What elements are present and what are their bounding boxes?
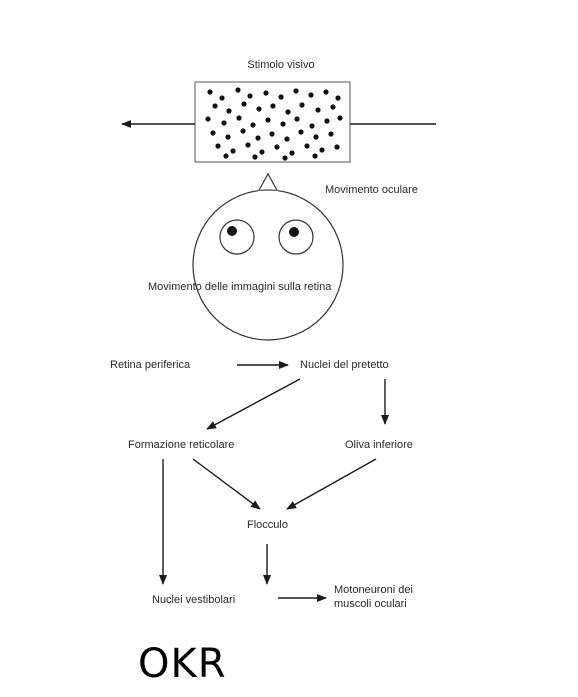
stimulus-dot xyxy=(215,143,221,149)
stimulus-dot xyxy=(334,144,340,150)
stimulus-dot xyxy=(265,117,271,123)
okr-title: OKR xyxy=(138,641,227,687)
stimulus-dot xyxy=(247,93,253,99)
stimulus-dot xyxy=(240,128,246,134)
stimulus-label: Stimolo visivo xyxy=(247,59,315,71)
stimulus-dot xyxy=(335,95,341,101)
stimulus-dot xyxy=(293,88,299,94)
left-eye xyxy=(219,219,255,255)
motoneurons-label-line1: Motoneuroni dei xyxy=(334,584,413,596)
retina-image-motion-label: Movimento delle immagini sulla retina xyxy=(148,281,332,293)
stimulus-dot xyxy=(221,120,227,126)
stimulus-dot xyxy=(225,134,231,140)
stimulus-dot xyxy=(236,115,242,121)
arrow-olive-to-flocculus xyxy=(286,458,377,510)
stimulus-dot xyxy=(212,103,218,109)
stimulus-dot xyxy=(259,149,265,155)
stimulus-dot xyxy=(270,103,276,109)
stimulus-dot xyxy=(241,101,247,107)
stimulus-dot xyxy=(255,135,261,141)
right-pupil xyxy=(289,227,299,237)
pretectal-nuclei-label: Nuclei del pretetto xyxy=(300,359,389,371)
stimulus-dot xyxy=(323,89,329,95)
stimulus-dot xyxy=(299,102,305,108)
stimulus-dot xyxy=(256,106,262,112)
stimulus-dot xyxy=(226,108,232,114)
stimulus-dot xyxy=(205,116,211,122)
stimulus-dots xyxy=(205,87,343,161)
right-eye xyxy=(278,219,314,255)
left-pupil xyxy=(227,226,237,236)
head-outline xyxy=(192,189,344,341)
stimulus-dot xyxy=(330,104,336,110)
stimulus-dot xyxy=(269,131,275,137)
stimulus-dot xyxy=(263,90,269,96)
stimulus-dot xyxy=(252,154,258,160)
flocculus-label: Flocculo xyxy=(247,519,288,531)
stimulus-dot xyxy=(274,144,280,150)
stimulus-dot xyxy=(319,147,325,153)
stimulus-dot xyxy=(250,122,256,128)
motoneurons-label-line2: muscoli oculari xyxy=(334,598,407,610)
arrow-reticular-to-flocculus xyxy=(192,458,261,510)
head-nose xyxy=(257,172,279,193)
stimulus-dot xyxy=(312,153,318,159)
eye-movement-label: Movimento oculare xyxy=(325,184,418,196)
stimulus-dot xyxy=(245,142,251,148)
reticular-formation-label: Formazione reticolare xyxy=(128,439,235,451)
stimulus-dot xyxy=(210,130,216,136)
stimulus-dot xyxy=(315,107,321,113)
stimulus-dot xyxy=(324,118,330,124)
stimulus-dot xyxy=(308,92,314,98)
stimulus-dot xyxy=(207,89,213,95)
stimulus-dot xyxy=(294,116,300,122)
stimulus-dot xyxy=(219,95,225,101)
stimulus-dot xyxy=(280,121,286,127)
stimulus-dot xyxy=(278,94,284,100)
stimulus-dot xyxy=(298,129,304,135)
stimulus-dot xyxy=(284,136,290,142)
peripheral-retina-label: Retina periferica xyxy=(110,359,191,371)
stimulus-dot xyxy=(304,143,310,149)
stimulus-dot xyxy=(285,109,291,115)
arrow-pretectal-to-reticular xyxy=(206,378,301,430)
stimulus-dot xyxy=(328,131,334,137)
stimulus-dot xyxy=(289,150,295,156)
stimulus-dot xyxy=(230,148,236,154)
stimulus-dot xyxy=(309,123,315,129)
vestibular-nuclei-label: Nuclei vestibolari xyxy=(152,594,236,606)
stimulus-dot xyxy=(313,134,319,140)
stimulus-dot xyxy=(282,155,288,161)
inferior-olive-label: Oliva inferiore xyxy=(345,439,413,451)
stimulus-dot xyxy=(337,115,343,121)
stimulus-dot xyxy=(235,87,241,93)
stimulus-dot xyxy=(223,153,229,159)
